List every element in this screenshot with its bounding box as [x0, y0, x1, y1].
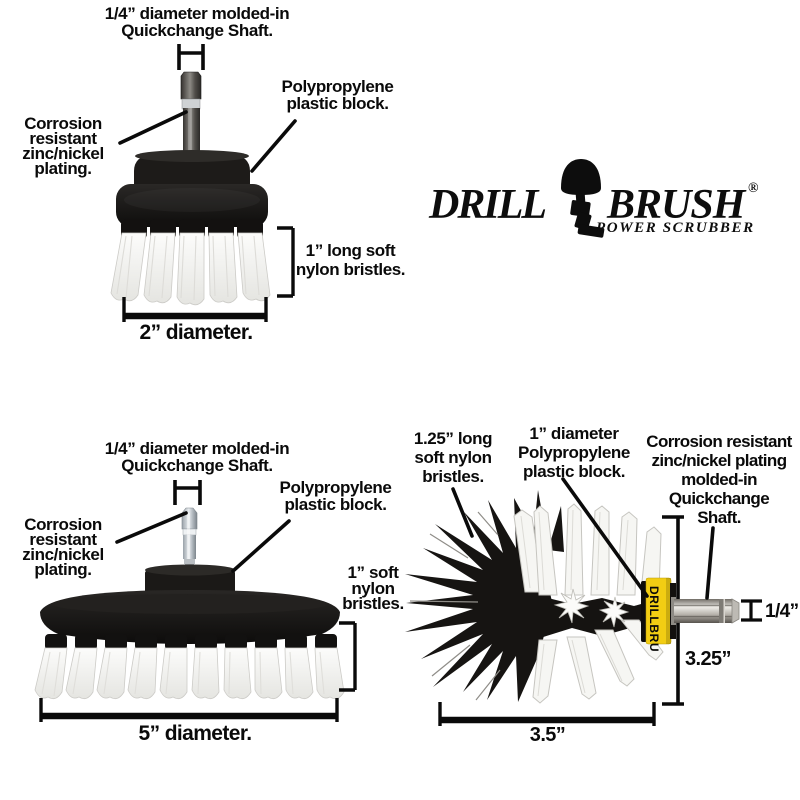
bristle-length-bracket	[339, 621, 357, 692]
small-brush-bristles	[110, 232, 271, 306]
logo-tagline: POWER SCRUBBER	[596, 220, 755, 236]
callout-lines	[115, 511, 291, 573]
large-brush-diameter-label: 5” diameter.	[138, 722, 252, 745]
ball-brush-white-bristles	[513, 503, 664, 704]
large-brush-block-callout: Polypropylene plastic block.	[279, 478, 392, 514]
logo-brush-word: BRUSH	[607, 182, 745, 228]
large-brush-shaft	[181, 507, 198, 572]
width-dimension-line	[438, 702, 656, 726]
collar-brand-text: DRILLBRU	[647, 586, 661, 652]
large-brush-plating-callout: Corrosion resistant zinc/nickel plating.	[22, 515, 104, 579]
bristle-length-bracket	[277, 226, 295, 298]
large-brush-bristles-callout: 1” soft nylon bristles.	[342, 563, 404, 613]
ball-brush-center-tufts	[553, 588, 630, 628]
ball-brush-shaft-diameter-label: 1/4”	[765, 601, 799, 622]
logo-registered-mark: ®	[748, 181, 759, 196]
large-brush-figure	[34, 480, 357, 722]
ball-brush-figure: DRILLBRU	[405, 477, 762, 726]
ball-brush-hex-shaft	[671, 597, 740, 625]
small-brush-figure	[110, 44, 297, 322]
shaft-width-bracket	[173, 480, 202, 505]
shaft-diameter-bracket	[741, 599, 762, 622]
ball-brush-white-strands	[520, 509, 629, 697]
ball-brush-block-callout: 1” diameter Polypropylene plastic block.	[518, 424, 630, 481]
small-brush-block-callout: Polypropylene plastic block.	[281, 77, 394, 113]
logo-drill-word: DRILL	[429, 182, 547, 228]
logo-drill-brush-icon	[561, 159, 605, 238]
diameter-dimension-line	[122, 297, 268, 322]
ball-brush-shaft-callout: Corrosion resistant zinc/nickel plating …	[646, 432, 792, 527]
small-brush-shaft-callout: 1/4” diameter molded-in Quickchange Shaf…	[104, 4, 290, 40]
small-brush-shaft	[180, 71, 202, 159]
ball-brush-bristles-callout: 1.25” long soft nylon bristles.	[413, 429, 493, 486]
ball-brush-collar: DRILLBRU	[641, 577, 676, 652]
large-brush-bristle-strands	[41, 651, 325, 697]
small-brush-plating-callout: Corrosion resistant zinc/nickel plating.	[22, 114, 104, 178]
ball-brush-width-label: 3.5”	[529, 724, 566, 746]
callout-lines	[118, 110, 297, 173]
small-brush-block	[116, 150, 268, 239]
small-brush-diameter-label: 2” diameter.	[139, 321, 253, 344]
ball-brush-height-label: 3.25”	[685, 648, 732, 670]
small-brush-bristle-strands	[116, 235, 260, 301]
small-brush-bristles-callout: 1” long soft nylon bristles.	[295, 241, 406, 279]
diameter-dimension-line	[39, 698, 339, 722]
large-brush-shaft-callout: 1/4” diameter molded-in Quickchange Shaf…	[104, 439, 290, 475]
shaft-width-bracket	[177, 44, 205, 70]
large-brush-bristles	[34, 647, 345, 700]
callout-lines	[451, 477, 715, 600]
large-brush-block	[40, 564, 340, 650]
